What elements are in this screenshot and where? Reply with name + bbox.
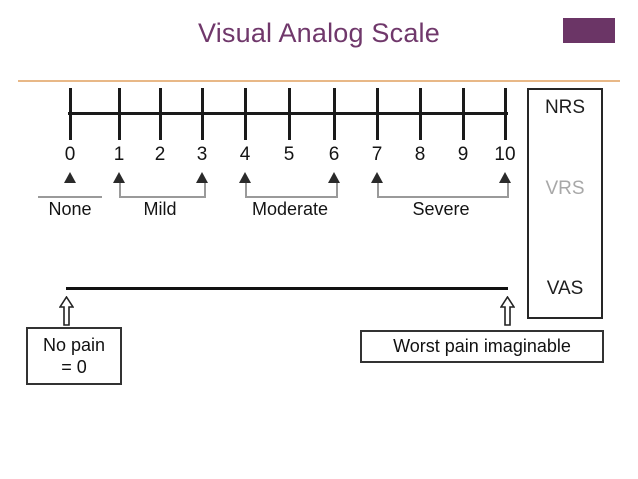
nrs-tick-9 xyxy=(462,88,465,140)
nrs-tick-2 xyxy=(159,88,162,140)
title-divider-rule xyxy=(18,80,620,82)
page-title: Visual Analog Scale xyxy=(198,18,440,48)
vrs-arrowhead-mild-1 xyxy=(113,172,125,183)
nrs-tick-label-2: 2 xyxy=(154,144,166,165)
nrs-tick-6 xyxy=(333,88,336,140)
vrs-category-label-mild: Mild xyxy=(143,199,177,219)
nrs-tick-label-4: 4 xyxy=(239,144,251,165)
vrs-bracket-moderate xyxy=(245,182,338,198)
vrs-bracket-mild xyxy=(119,182,206,198)
vrs-bracket-none xyxy=(38,182,102,198)
no-pain-anchor-box: No pain = 0 xyxy=(26,327,122,385)
nrs-tick-label-3: 3 xyxy=(196,144,208,165)
vrs-arrowhead-mild-2 xyxy=(196,172,208,183)
no-pain-line-2: = 0 xyxy=(61,357,87,377)
no-pain-line-1: No pain xyxy=(42,334,106,355)
nrs-tick-1 xyxy=(118,88,121,140)
nrs-tick-3 xyxy=(201,88,204,140)
vrs-bracket-severe xyxy=(377,182,509,198)
title-accent-rectangle xyxy=(563,18,615,43)
vrs-arrowhead-severe-1 xyxy=(371,172,383,183)
nrs-tick-label-10: 10 xyxy=(494,144,516,165)
nrs-tick-7 xyxy=(376,88,379,140)
nrs-tick-8 xyxy=(419,88,422,140)
nrs-tick-label-0: 0 xyxy=(64,144,76,165)
vrs-arrowhead-none-1 xyxy=(64,172,76,183)
vrs-category-label-moderate: Moderate xyxy=(251,199,329,219)
legend-label-vas: VAS xyxy=(546,278,584,299)
vrs-arrowhead-moderate-1 xyxy=(239,172,251,183)
nrs-tick-10 xyxy=(504,88,507,140)
worst-pain-anchor-box: Worst pain imaginable xyxy=(360,330,604,363)
vas-scale-line xyxy=(66,287,508,290)
legend-label-vrs: VRS xyxy=(545,178,585,199)
nrs-tick-label-7: 7 xyxy=(371,144,383,165)
vrs-arrowhead-moderate-2 xyxy=(328,172,340,183)
nrs-tick-label-1: 1 xyxy=(113,144,125,165)
nrs-tick-label-6: 6 xyxy=(328,144,340,165)
vas-right-anchor-arrow-icon xyxy=(500,296,515,326)
nrs-tick-label-9: 9 xyxy=(457,144,469,165)
legend-label-nrs: NRS xyxy=(544,97,586,118)
nrs-tick-label-5: 5 xyxy=(283,144,295,165)
nrs-tick-label-8: 8 xyxy=(414,144,426,165)
nrs-tick-4 xyxy=(244,88,247,140)
nrs-tick-0 xyxy=(69,88,72,140)
vrs-category-label-severe: Severe xyxy=(412,199,470,219)
vrs-arrowhead-severe-2 xyxy=(499,172,511,183)
scale-legend-box xyxy=(527,88,603,319)
nrs-tick-5 xyxy=(288,88,291,140)
vrs-category-label-none: None xyxy=(48,199,92,219)
vas-left-anchor-arrow-icon xyxy=(59,296,74,326)
